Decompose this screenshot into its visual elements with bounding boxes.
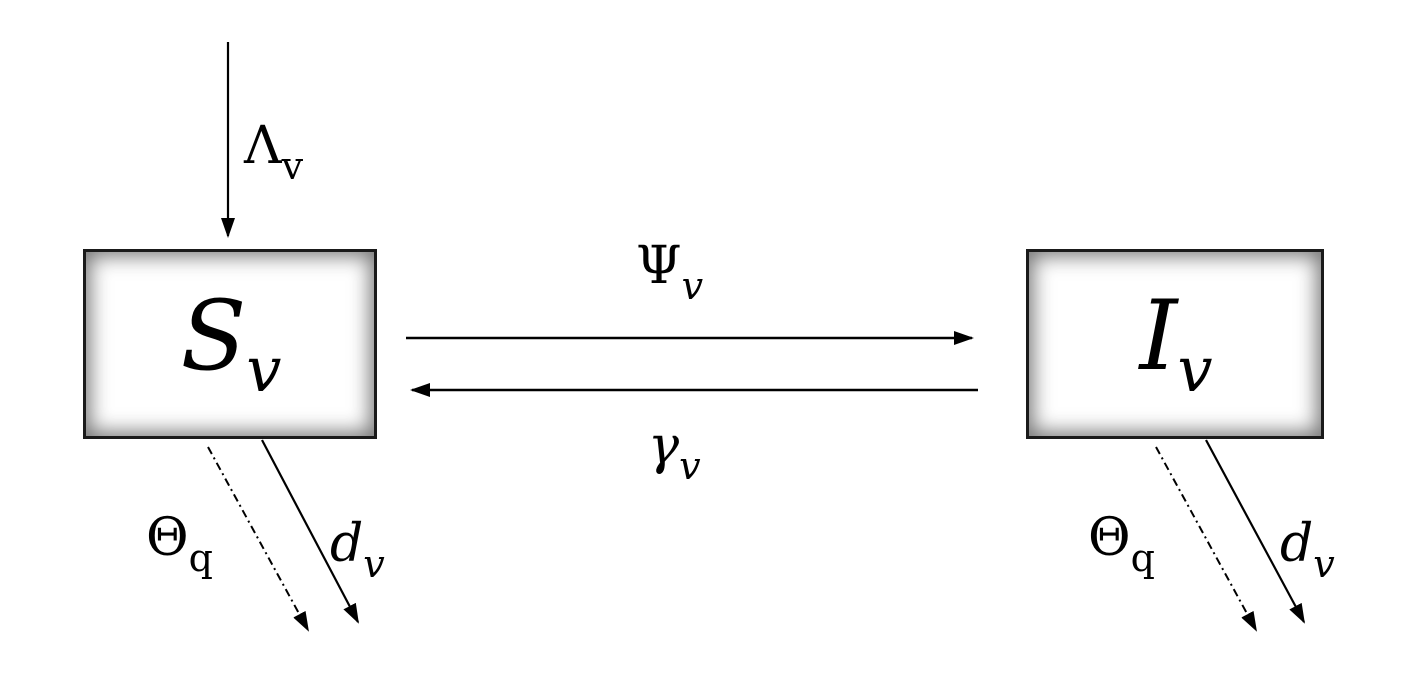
infected-label: Iv	[1139, 279, 1213, 406]
quarantine-arrow-i	[1155, 446, 1257, 632]
quarantine-arrow-s	[207, 446, 309, 632]
death-arrow-i	[1205, 439, 1305, 624]
susceptible-box: Sv	[83, 249, 377, 439]
death-rate-label-i: dv	[1280, 514, 1335, 586]
infected-box: Iv	[1026, 249, 1324, 439]
quarantine-rate-label-i: Θq	[1088, 508, 1155, 580]
quarantine-rate-label-s: Θq	[146, 508, 213, 580]
susceptible-label: Sv	[180, 279, 282, 406]
infection-rate-label: Ψv	[636, 236, 704, 308]
death-rate-label-s: dv	[330, 514, 385, 586]
recovery-rate-label: γv	[648, 416, 701, 488]
recruitment-rate-label: Λv	[244, 116, 304, 188]
death-arrow-s	[261, 439, 359, 624]
